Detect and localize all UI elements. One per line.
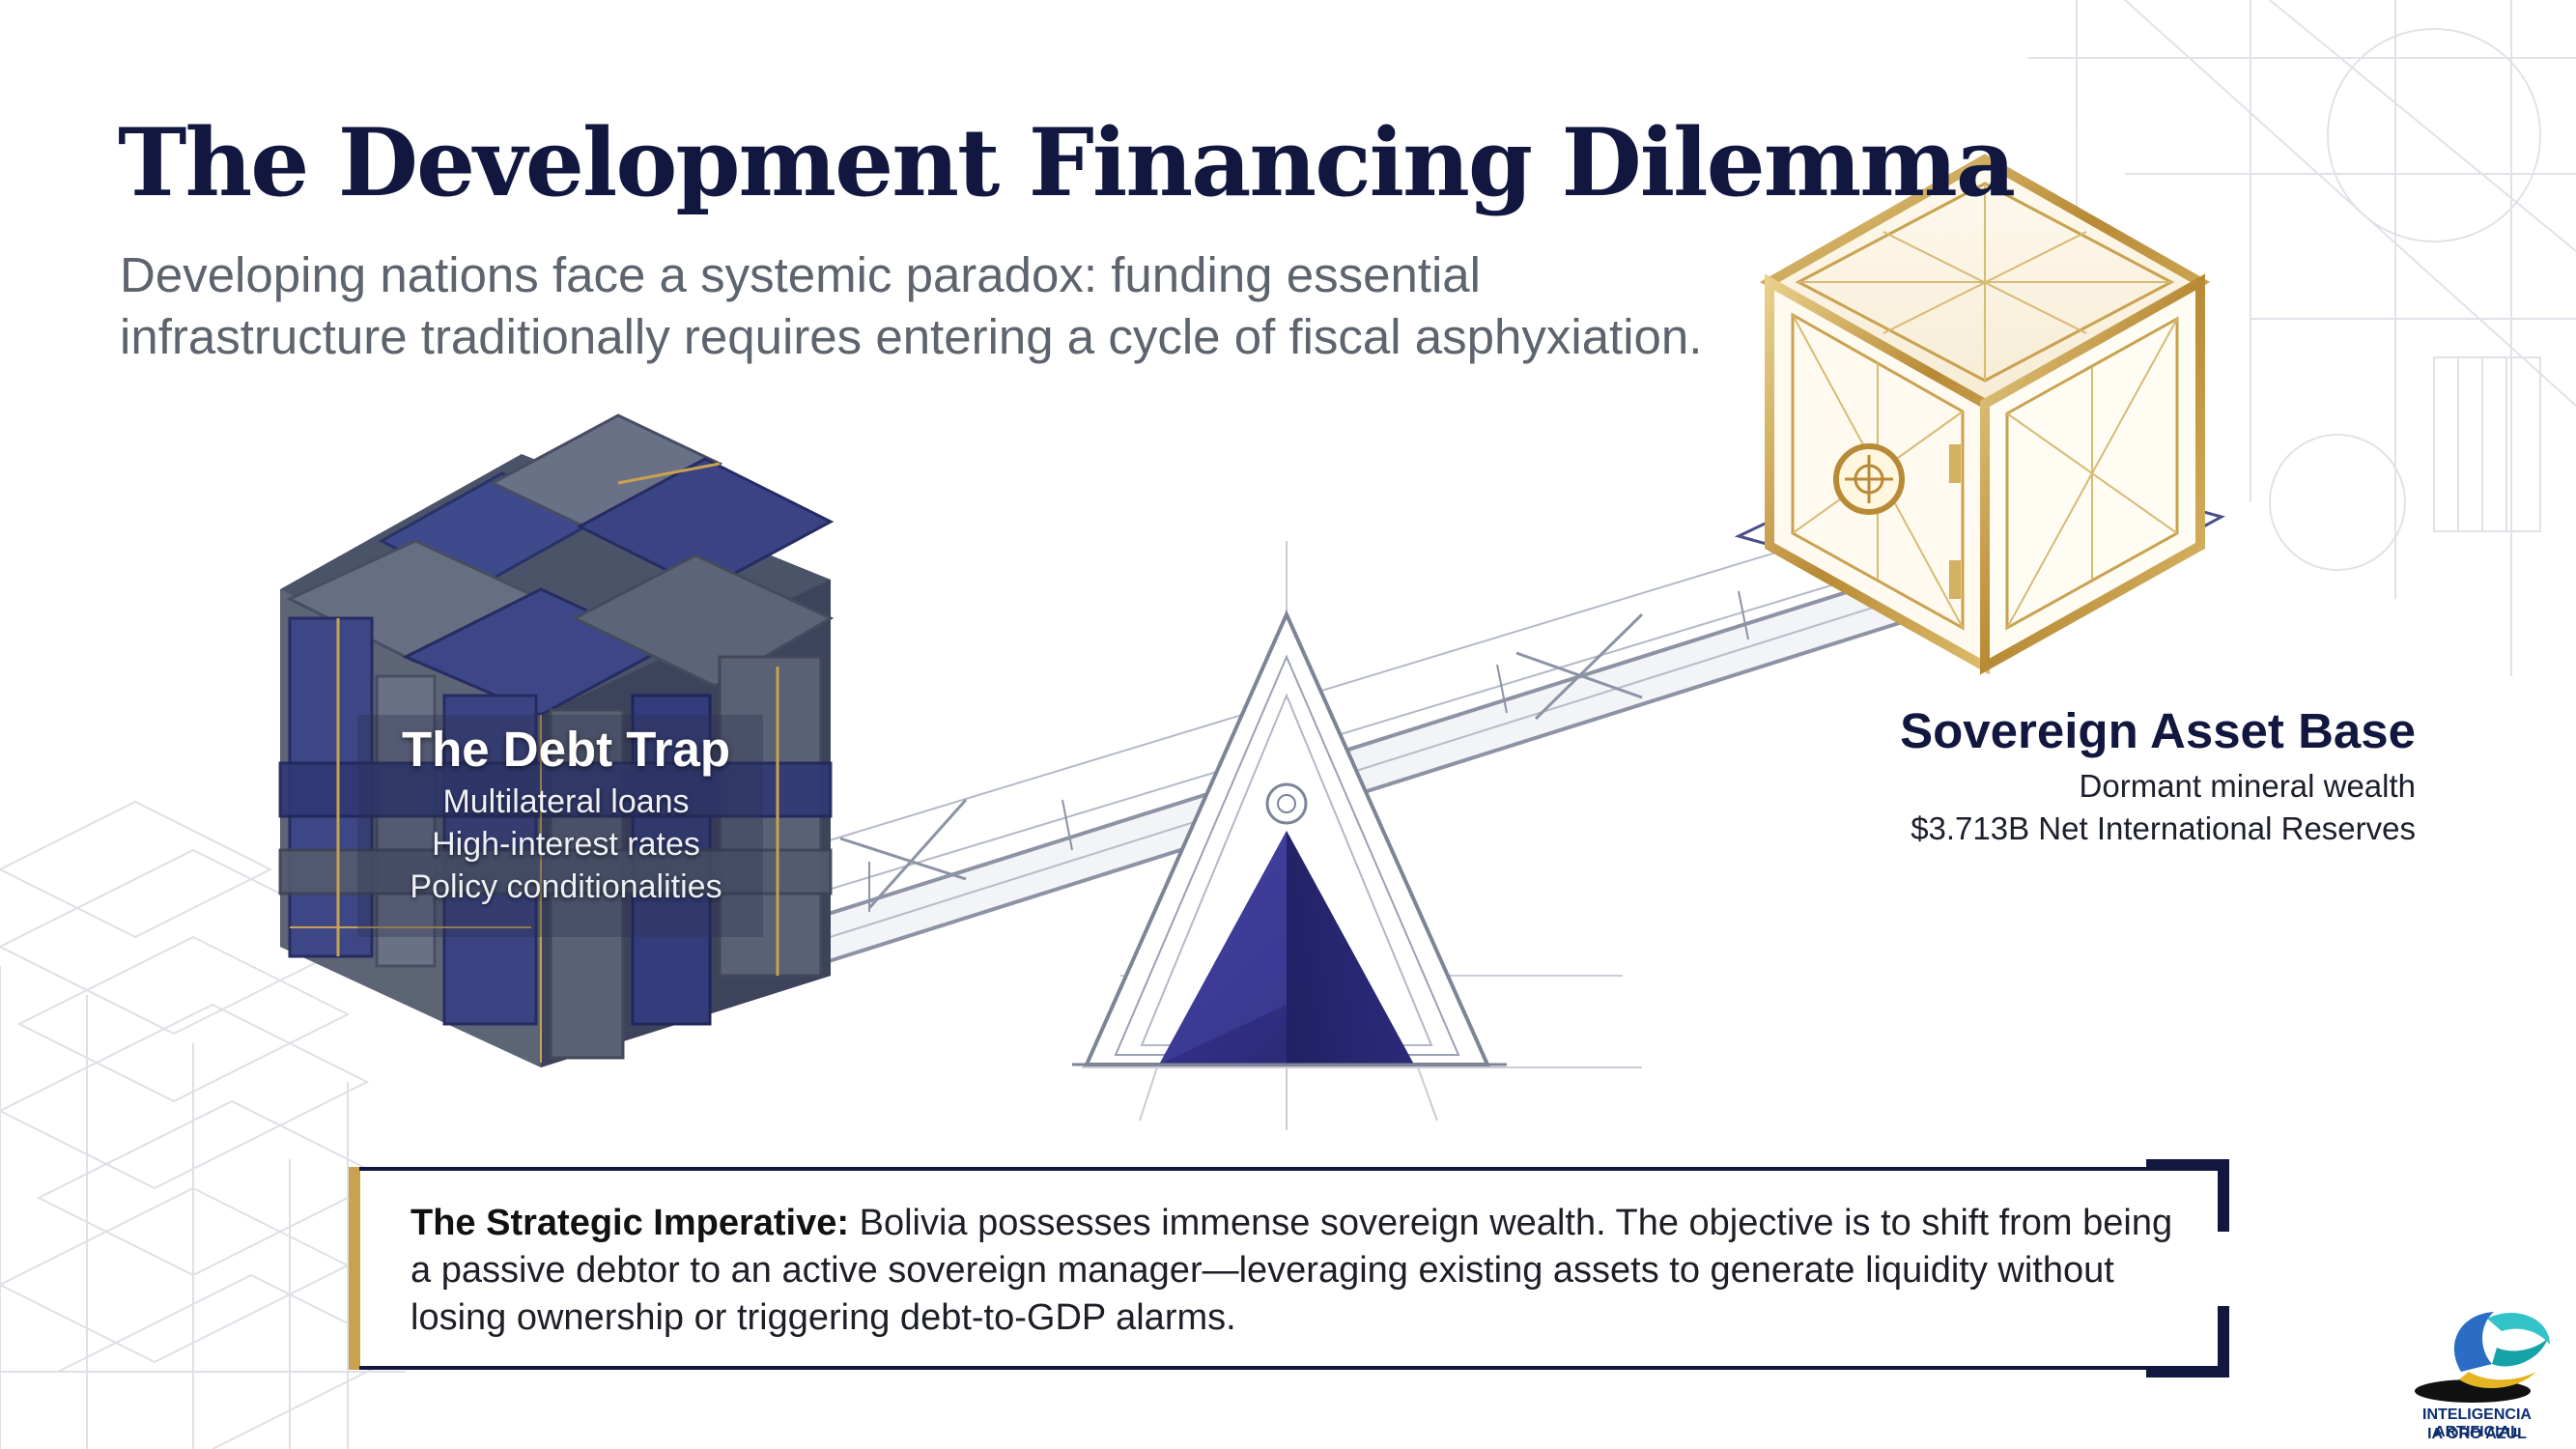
logo-emblem: [2415, 1312, 2550, 1403]
callout-body: Bolivia possesses immense sovereign weal…: [410, 1203, 2173, 1338]
page-title: The Development Financing Dilemma: [118, 108, 2016, 217]
debt-trap-title: The Debt Trap: [401, 722, 731, 777]
vault-cube: [1734, 154, 2226, 675]
callout-lead: The Strategic Imperative:: [410, 1203, 850, 1243]
strategic-imperative-callout: The Strategic Imperative: Bolivia posses…: [353, 1167, 2226, 1370]
asset-base-item-mineral: Dormant mineral wealth: [2079, 768, 2416, 804]
logo-line-2: IA ORO AZUL: [2427, 1426, 2527, 1442]
asset-base-item-reserves: $3.713B Net International Reserves: [1911, 810, 2416, 846]
asset-base-label: Sovereign Asset Base Dormant mineral wea…: [1900, 697, 2416, 850]
debt-trap-item-conditionalities: Policy conditionalities: [410, 868, 722, 905]
debt-trap-label: The Debt Trap Multilateral loans High-in…: [367, 719, 765, 908]
logo-line-1: INTELIGENCIA ARTIFICIAL: [2422, 1406, 2532, 1440]
debt-cube: [278, 413, 835, 1067]
fulcrum: [1072, 610, 1507, 1066]
asset-base-title: Sovereign Asset Base: [1900, 703, 2416, 758]
debt-trap-item-rates: High-interest rates: [432, 826, 700, 863]
debt-trap-item-loans: Multilateral loans: [442, 783, 690, 820]
logo: INTELIGENCIA ARTIFICIAL IA ORO AZUL: [2378, 1306, 2576, 1449]
page-subtitle: Developing nations face a systemic parad…: [120, 247, 1703, 364]
callout-text: The Strategic Imperative: Bolivia posses…: [410, 1200, 2188, 1342]
blueprint-lines-top-right: [2028, 0, 2576, 676]
callout-frame: [349, 1159, 2229, 1378]
